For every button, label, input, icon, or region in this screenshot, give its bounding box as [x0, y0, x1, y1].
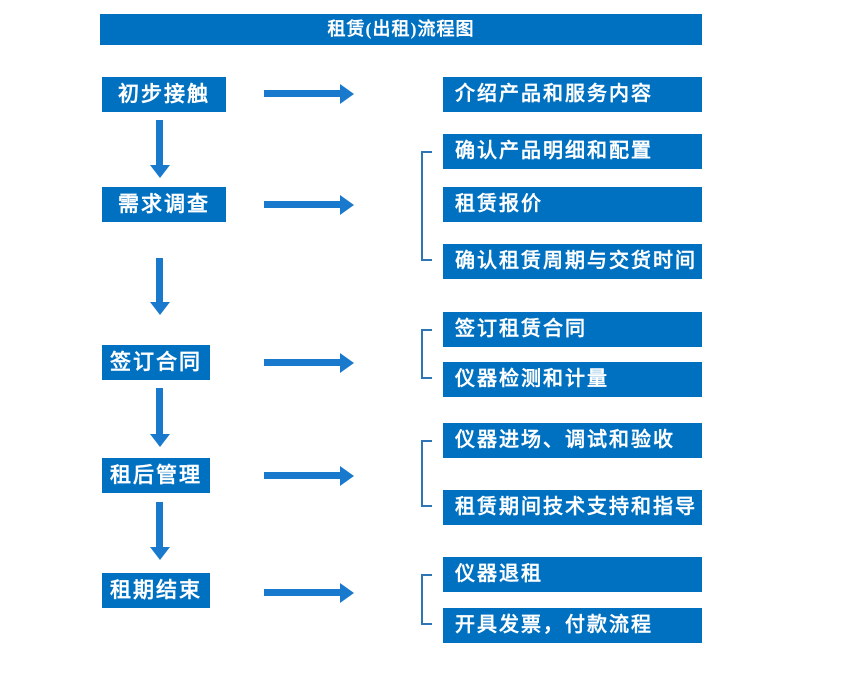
page-title: 租赁(出租)流程图 [327, 19, 475, 39]
down-arrow-icon-3 [156, 388, 163, 434]
step-box-post-rental-management: 租后管理 [102, 458, 210, 493]
right-arrow-icon-5 [264, 589, 340, 596]
detail-box-instrument-return: 仪器退租 [443, 557, 702, 592]
down-arrow-icon-4 [156, 502, 163, 547]
detail-box-tech-support: 租赁期间技术支持和指导 [443, 490, 702, 525]
detail-box-invoice-payment: 开具发票，付款流程 [443, 608, 702, 643]
detail-box-sign-rental-contract: 签订租赁合同 [443, 312, 702, 347]
detail-box-instrument-testing: 仪器检测和计量 [443, 362, 702, 397]
step-box-contract-signing: 签订合同 [102, 345, 210, 380]
detail-box-instrument-setup: 仪器进场、调试和验收 [443, 423, 702, 458]
step-box-initial-contact: 初步接触 [102, 77, 226, 112]
right-arrow-icon-2 [264, 201, 340, 208]
down-arrow-icon-2 [156, 258, 163, 302]
detail-box-confirm-period-delivery: 确认租赁周期与交货时间 [443, 244, 702, 279]
group-bracket-demand-survey [421, 151, 432, 261]
detail-box-confirm-product-config: 确认产品明细和配置 [443, 134, 702, 169]
group-bracket-lease-end [421, 574, 432, 625]
down-arrow-icon-1 [156, 120, 163, 165]
step-box-lease-end: 租期结束 [102, 573, 210, 608]
detail-box-rental-quotation: 租赁报价 [443, 187, 702, 222]
detail-box-introduce-products: 介绍产品和服务内容 [443, 77, 702, 112]
right-arrow-icon-4 [264, 472, 340, 479]
group-bracket-post-rental [421, 440, 432, 507]
step-box-demand-survey: 需求调查 [102, 187, 226, 222]
title-bar: 租赁(出租)流程图 [100, 14, 702, 45]
group-bracket-contract-signing [421, 329, 432, 379]
right-arrow-icon-3 [264, 359, 340, 366]
right-arrow-icon-1 [264, 90, 340, 97]
